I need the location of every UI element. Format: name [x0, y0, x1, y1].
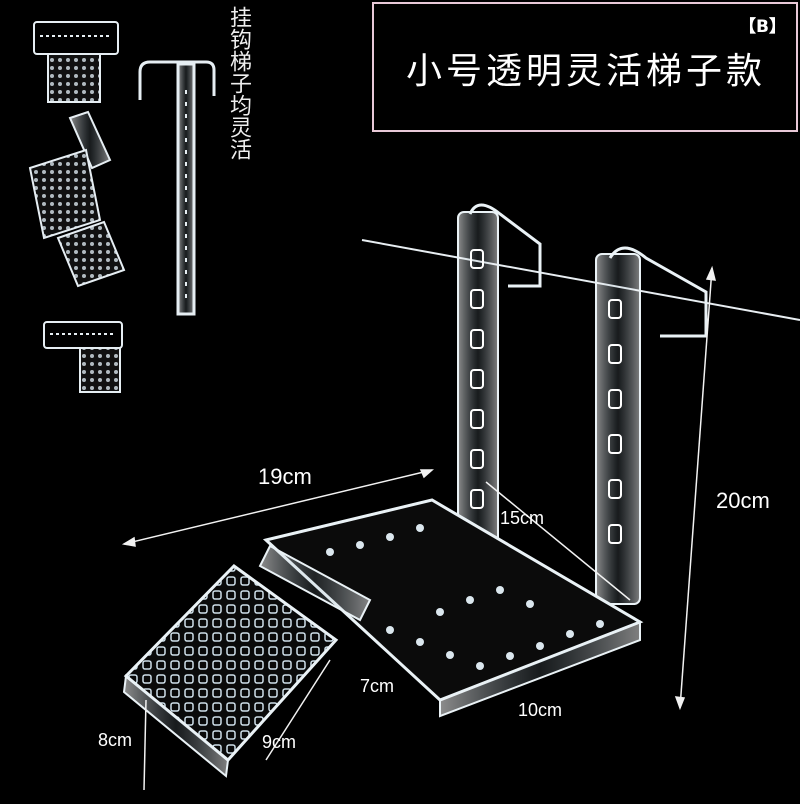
thumbnail-folded-top: [33, 21, 119, 103]
thumbnail-unfolded: [28, 110, 126, 288]
hook-post-right: [595, 246, 708, 605]
dim-step-length: 7cm: [360, 676, 395, 696]
dim-base-width: 10cm: [518, 700, 563, 720]
dim-ramp-width: 8cm: [98, 730, 133, 750]
tank-edge-line: [361, 239, 800, 321]
side-note: 挂钩梯子均灵活: [226, 6, 251, 160]
dimension-lines: [121, 265, 716, 791]
thumbnail-hook: [138, 60, 216, 316]
ramp: [122, 544, 372, 778]
platform: [262, 498, 644, 718]
title-box: 【B】 小号透明灵活梯子款: [372, 2, 798, 132]
dim-width-top: 19cm: [258, 464, 312, 489]
dim-depth: 15cm: [500, 508, 545, 528]
dim-height: 20cm: [716, 488, 770, 513]
variant-badge: 【B】: [739, 17, 786, 37]
hook-post-left: [457, 203, 542, 603]
product-title: 小号透明灵活梯子款: [405, 51, 766, 92]
thumbnail-folded-bottom: [43, 321, 123, 393]
dim-ramp-length: 9cm: [262, 732, 297, 752]
